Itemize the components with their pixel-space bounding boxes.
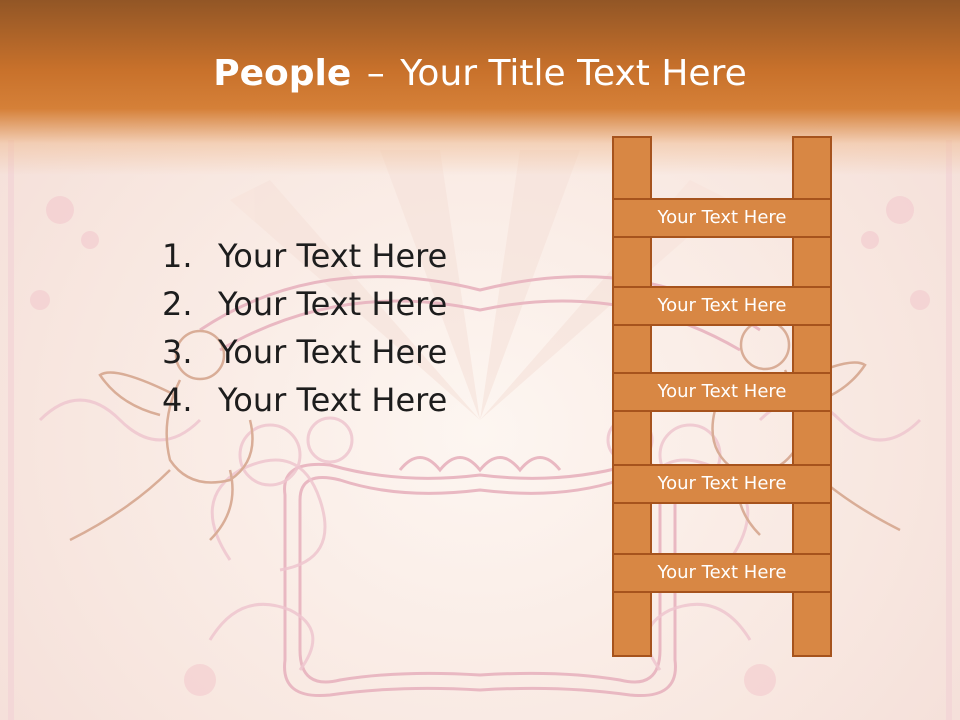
list-text: Your Text Here [218,285,448,323]
list-text: Your Text Here [218,237,448,275]
title-rest: Your Title Text Here [400,53,747,94]
ladder-rung-1: Your Text Here [612,198,832,238]
list-number: 1. [162,237,193,275]
ladder-rung-2: Your Text Here [612,286,832,326]
ladder-rung-5: Your Text Here [612,553,832,593]
list-item: 2. Your Text Here [162,280,447,328]
list-text: Your Text Here [218,333,448,371]
title-bold: People [213,53,352,94]
ladder-rung-4: Your Text Here [612,464,832,504]
ladder-rung-3: Your Text Here [612,372,832,412]
list-text: Your Text Here [218,381,448,419]
list-number: 4. [162,381,193,419]
list-item: 3. Your Text Here [162,328,447,376]
list-item: 4. Your Text Here [162,376,447,424]
list-number: 3. [162,333,193,371]
title-dash: – [366,53,385,94]
page-title: People – Your Title Text Here [0,52,960,96]
list-number: 2. [162,285,193,323]
numbered-list: 1. Your Text Here 2. Your Text Here 3. Y… [162,232,447,424]
list-item: 1. Your Text Here [162,232,447,280]
